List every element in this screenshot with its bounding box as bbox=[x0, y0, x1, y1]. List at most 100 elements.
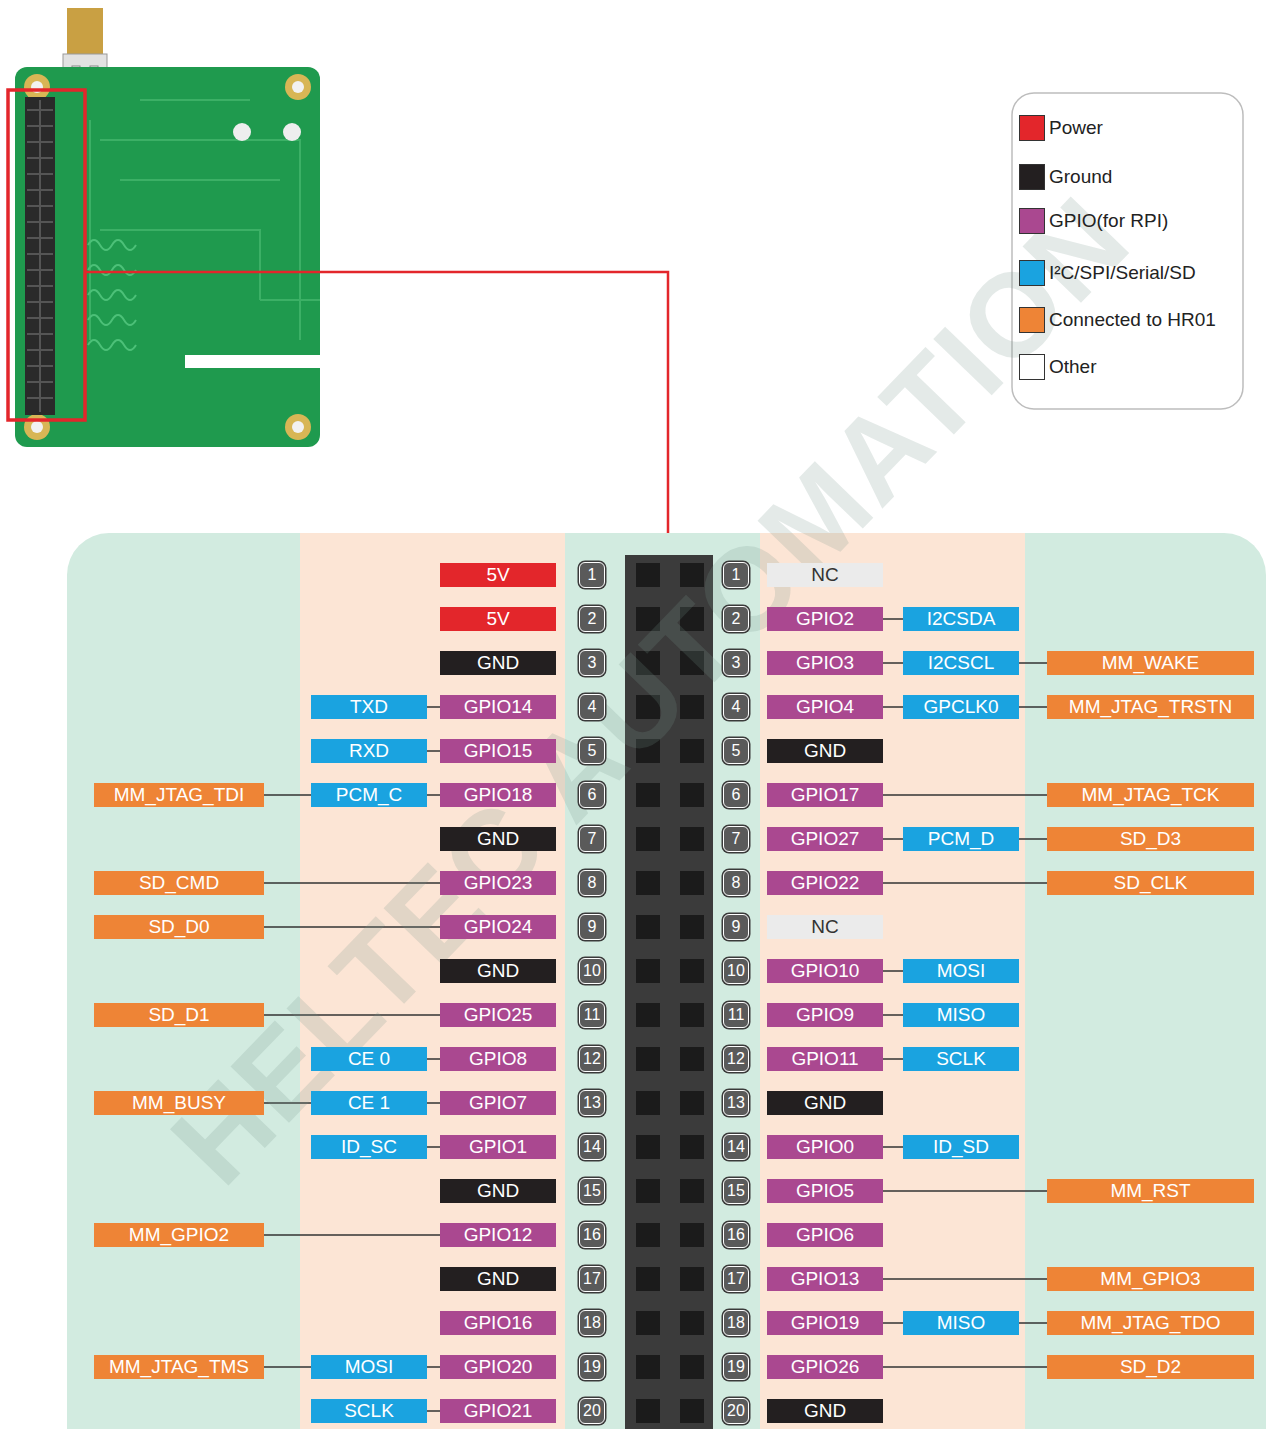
gpio-pin-box: GPIO1 bbox=[440, 1135, 556, 1159]
pin-number: 3 bbox=[732, 651, 741, 675]
header-pin-square bbox=[680, 1223, 704, 1247]
antenna-connector bbox=[67, 8, 103, 60]
ground-pin-box: GND bbox=[767, 739, 883, 763]
pin-label: GPIO20 bbox=[464, 1355, 533, 1379]
hr01-signal-box: MM_GPIO3 bbox=[1047, 1267, 1254, 1291]
header-pin-square bbox=[680, 1267, 704, 1291]
pin-label: CE 0 bbox=[348, 1047, 390, 1071]
pin-label: NC bbox=[811, 563, 838, 587]
pin-number: 19 bbox=[583, 1355, 601, 1379]
pin-label: GPIO24 bbox=[464, 915, 533, 939]
pin-label: GPIO11 bbox=[791, 1047, 858, 1071]
signal-connector bbox=[427, 1366, 440, 1368]
pin-label: MM_JTAG_TCK bbox=[1082, 783, 1220, 807]
pin-label: GPIO6 bbox=[796, 1223, 854, 1247]
gpio-pin-box: GPIO20 bbox=[440, 1355, 556, 1379]
gpio-pin-box: GPIO24 bbox=[440, 915, 556, 939]
pin-label: I2CSDA bbox=[927, 607, 996, 631]
pin-number-badge: 12 bbox=[579, 1046, 605, 1072]
header-pin-square bbox=[680, 871, 704, 895]
pin-label: GPIO13 bbox=[791, 1267, 860, 1291]
pin-number: 13 bbox=[583, 1091, 601, 1115]
pin-number: 6 bbox=[588, 783, 597, 807]
signal-connector bbox=[883, 706, 903, 708]
pin-number: 9 bbox=[588, 915, 597, 939]
pin-label: PCM_C bbox=[336, 783, 403, 807]
pcb-board bbox=[15, 67, 320, 447]
pin-number: 6 bbox=[732, 783, 741, 807]
gpio-pin-box: GPIO21 bbox=[440, 1399, 556, 1423]
pin-number-badge: 10 bbox=[723, 958, 749, 984]
header-pin-square bbox=[636, 1223, 660, 1247]
legend-swatch bbox=[1019, 115, 1045, 141]
pin-number: 8 bbox=[588, 871, 597, 895]
pin-label: GND bbox=[804, 1091, 846, 1115]
hr01-signal-box: MM_WAKE bbox=[1047, 651, 1254, 675]
signal-connector bbox=[883, 970, 903, 972]
pin-label: MOSI bbox=[937, 959, 986, 983]
pin-number: 10 bbox=[727, 959, 745, 983]
pin-label: GPIO21 bbox=[464, 1399, 533, 1423]
signal-connector bbox=[883, 1014, 903, 1016]
bus-function-box: PCM_D bbox=[903, 827, 1019, 851]
highlight-frame bbox=[8, 90, 85, 420]
pin-number: 20 bbox=[583, 1399, 601, 1423]
pin-number: 14 bbox=[727, 1135, 745, 1159]
pin-label: GPIO12 bbox=[464, 1223, 533, 1247]
pin-number: 12 bbox=[583, 1047, 601, 1071]
header-pin-square bbox=[636, 1311, 660, 1335]
pin-number-badge: 19 bbox=[723, 1354, 749, 1380]
pin-label: GPIO18 bbox=[464, 783, 533, 807]
bus-function-box: MOSI bbox=[903, 959, 1019, 983]
pin-number: 17 bbox=[727, 1267, 745, 1291]
pin-label: GPIO1 bbox=[469, 1135, 527, 1159]
hr01-signal-box: MM_BUSY bbox=[94, 1091, 264, 1115]
pin-header bbox=[25, 97, 55, 415]
pin-number: 1 bbox=[588, 563, 597, 587]
pin-number-badge: 2 bbox=[579, 606, 605, 632]
header-pin-square bbox=[636, 1091, 660, 1115]
pin-label: GPIO0 bbox=[796, 1135, 854, 1159]
legend-label: Connected to HR01 bbox=[1049, 307, 1216, 333]
bus-function-box: SCLK bbox=[903, 1047, 1019, 1071]
gpio-pin-box: GPIO11 bbox=[767, 1047, 883, 1071]
gpio-pin-box: GPIO18 bbox=[440, 783, 556, 807]
pin-label: GND bbox=[804, 1399, 846, 1423]
mounting-hole bbox=[285, 74, 311, 100]
signal-connector bbox=[883, 1058, 903, 1060]
pcb-trace bbox=[90, 100, 320, 340]
pin-number: 4 bbox=[732, 695, 741, 719]
pin-number-badge: 20 bbox=[579, 1398, 605, 1424]
pin-number: 1 bbox=[732, 563, 741, 587]
power-pin-box: 5V bbox=[440, 563, 556, 587]
hr01-signal-box: MM_JTAG_TDI bbox=[94, 783, 264, 807]
pin-label: MM_JTAG_TRSTN bbox=[1069, 695, 1232, 719]
pin-label: GPIO2 bbox=[796, 607, 854, 631]
pin-label: GPIO15 bbox=[464, 739, 533, 763]
signal-connector bbox=[264, 794, 311, 796]
signal-connector bbox=[883, 1322, 903, 1324]
ground-pin-box: GND bbox=[440, 651, 556, 675]
pin-number-badge: 19 bbox=[579, 1354, 605, 1380]
signal-connector bbox=[427, 1146, 440, 1148]
bus-function-box: TXD bbox=[311, 695, 427, 719]
ground-pin-box: GND bbox=[440, 1267, 556, 1291]
pin-label: GND bbox=[804, 739, 846, 763]
pin-label: GPIO26 bbox=[791, 1355, 860, 1379]
pin-label: MM_JTAG_TMS bbox=[109, 1355, 249, 1379]
pin-label: GPIO25 bbox=[464, 1003, 533, 1027]
header-pin-square bbox=[636, 1267, 660, 1291]
pin-number-badge: 15 bbox=[723, 1178, 749, 1204]
pin-number: 2 bbox=[732, 607, 741, 631]
pin-number-badge: 15 bbox=[579, 1178, 605, 1204]
pin-label: 5V bbox=[486, 563, 509, 587]
pin-label: SD_D2 bbox=[1120, 1355, 1181, 1379]
pin-number: 10 bbox=[583, 959, 601, 983]
pin-number-badge: 7 bbox=[579, 826, 605, 852]
pin-number: 18 bbox=[583, 1311, 601, 1335]
signal-connector bbox=[1019, 1322, 1047, 1324]
bus-function-box: GPCLK0 bbox=[903, 695, 1019, 719]
pin-number-badge: 2 bbox=[723, 606, 749, 632]
legend-label: I²C/SPI/Serial/SD bbox=[1049, 260, 1196, 286]
pin-number: 12 bbox=[727, 1047, 745, 1071]
